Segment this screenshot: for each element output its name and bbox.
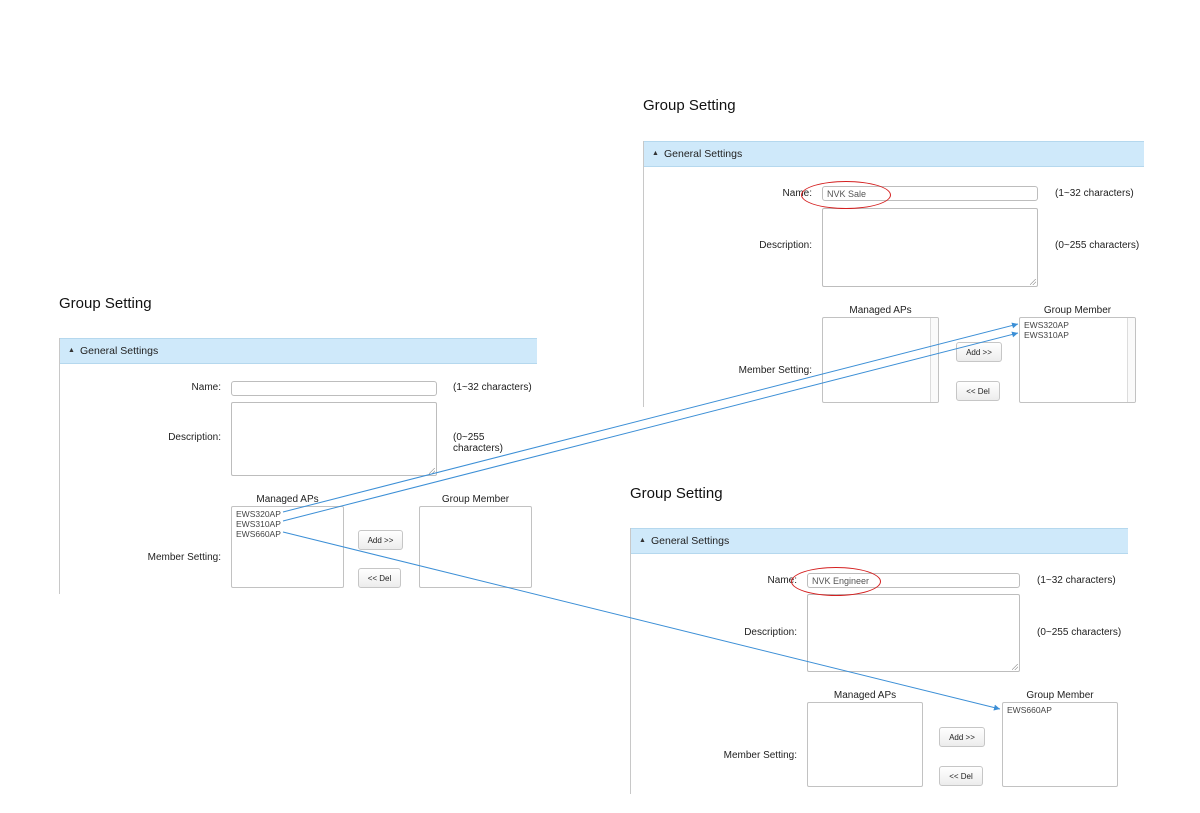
arrow-ews320ap bbox=[282, 322, 1019, 513]
name-input[interactable] bbox=[231, 381, 437, 396]
del-button[interactable]: << Del bbox=[358, 568, 401, 588]
description-hint: (0~255 characters) bbox=[453, 432, 504, 454]
group-member-label: Group Member bbox=[441, 494, 510, 505]
scrollbar[interactable] bbox=[930, 318, 938, 402]
description-label: Description: bbox=[168, 432, 221, 443]
resize-grip-icon[interactable] bbox=[1030, 279, 1036, 285]
group-member-list[interactable] bbox=[419, 506, 532, 588]
add-button[interactable]: Add >> bbox=[358, 530, 403, 550]
name-label: Name: bbox=[782, 188, 812, 199]
managed-aps-label: Managed APs bbox=[849, 305, 912, 316]
group-member-item[interactable]: EWS310AP bbox=[1024, 330, 1069, 340]
name-highlight-oval bbox=[801, 181, 891, 209]
general-settings-panel: ▲ General Settings Name: NVK Sale (1~32 … bbox=[643, 141, 1144, 407]
name-label: Name: bbox=[767, 575, 797, 586]
member-setting-label: Member Setting: bbox=[723, 750, 797, 761]
group-member-label: Group Member bbox=[1043, 305, 1112, 316]
scrollbar[interactable] bbox=[1127, 318, 1135, 402]
member-setting-label: Member Setting: bbox=[738, 365, 812, 376]
description-textarea[interactable] bbox=[822, 208, 1038, 287]
collapse-triangle-icon[interactable]: ▲ bbox=[68, 347, 75, 354]
general-settings-panel: ▲ General Settings Name: NVK Engineer (1… bbox=[630, 528, 1128, 794]
name-highlight-oval bbox=[791, 567, 881, 596]
general-settings-panel: ▲ General Settings Name: (1~32 character… bbox=[59, 338, 537, 594]
collapse-triangle-icon[interactable]: ▲ bbox=[652, 150, 659, 157]
page-title: Group Setting bbox=[630, 485, 723, 502]
del-button[interactable]: << Del bbox=[939, 766, 983, 786]
del-button[interactable]: << Del bbox=[956, 381, 1000, 401]
page-title: Group Setting bbox=[643, 97, 736, 114]
section-title: General Settings bbox=[651, 535, 730, 547]
add-button[interactable]: Add >> bbox=[939, 727, 985, 747]
name-hint: (1~32 characters) bbox=[1055, 188, 1134, 199]
member-setting-label: Member Setting: bbox=[147, 552, 221, 563]
managed-aps-label: Managed APs bbox=[256, 494, 319, 505]
managed-ap-item[interactable]: EWS310AP bbox=[236, 519, 281, 529]
arrow-ews310ap bbox=[282, 331, 1019, 522]
group-member-list[interactable]: EWS660AP bbox=[1002, 702, 1118, 787]
page-title: Group Setting bbox=[59, 295, 152, 312]
description-textarea[interactable] bbox=[231, 402, 437, 476]
resize-grip-icon[interactable] bbox=[429, 468, 435, 474]
managed-aps-list[interactable] bbox=[807, 702, 923, 787]
resize-grip-icon[interactable] bbox=[1012, 664, 1018, 670]
description-hint: (0~255 characters) bbox=[1055, 240, 1140, 251]
name-hint: (1~32 characters) bbox=[453, 382, 532, 393]
arrow-ews660ap bbox=[282, 531, 1001, 711]
description-hint: (0~255 characters) bbox=[1037, 627, 1122, 638]
collapse-triangle-icon[interactable]: ▲ bbox=[639, 537, 646, 544]
general-settings-header[interactable]: ▲ General Settings bbox=[631, 528, 1128, 554]
name-hint: (1~32 characters) bbox=[1037, 575, 1116, 586]
general-settings-header[interactable]: ▲ General Settings bbox=[644, 141, 1144, 167]
group-member-label: Group Member bbox=[1026, 690, 1094, 701]
section-title: General Settings bbox=[664, 148, 743, 160]
section-title: General Settings bbox=[80, 345, 159, 357]
group-member-item[interactable]: EWS660AP bbox=[1007, 705, 1052, 715]
name-label: Name: bbox=[191, 382, 221, 393]
description-label: Description: bbox=[744, 627, 797, 638]
managed-aps-label: Managed APs bbox=[833, 690, 897, 701]
group-member-item[interactable]: EWS320AP bbox=[1024, 320, 1069, 330]
managed-aps-list[interactable] bbox=[822, 317, 939, 403]
group-member-list[interactable]: EWS320AP EWS310AP bbox=[1019, 317, 1136, 403]
description-textarea[interactable] bbox=[807, 594, 1020, 672]
general-settings-header[interactable]: ▲ General Settings bbox=[60, 338, 537, 364]
description-label: Description: bbox=[759, 240, 812, 251]
managed-ap-item[interactable]: EWS320AP bbox=[236, 509, 281, 519]
managed-ap-item[interactable]: EWS660AP bbox=[236, 529, 281, 539]
